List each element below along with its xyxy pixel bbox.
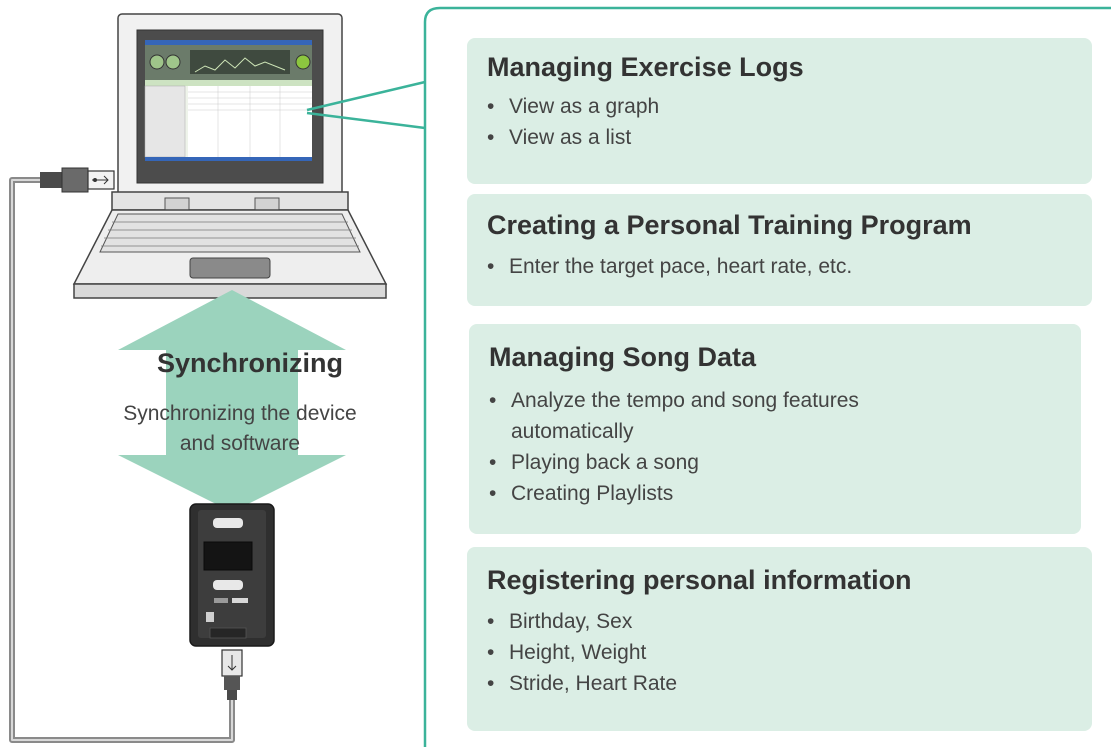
feature-card-personal-info: Registering personal information Birthda…	[467, 547, 1092, 731]
sync-description: Synchronizing the device and software	[70, 399, 410, 459]
features-panel-border	[423, 6, 1111, 747]
laptop	[72, 13, 388, 299]
sync-double-arrow	[118, 290, 346, 512]
list-item: Creating Playlists	[489, 478, 1081, 509]
list-item: Height, Weight	[487, 637, 1092, 668]
card-title: Creating a Personal Training Program	[487, 210, 972, 240]
card-title: Managing Exercise Logs	[487, 52, 804, 82]
card-list: Birthday, Sex Height, Weight Stride, Hea…	[487, 606, 1092, 699]
list-item: Enter the target pace, heart rate, etc.	[487, 251, 1092, 282]
sync-title: Synchronizing	[156, 348, 343, 378]
callout-connector	[306, 80, 426, 130]
feature-card-song-data: Managing Song Data Analyze the tempo and…	[469, 324, 1081, 534]
card-title: Registering personal information	[487, 565, 912, 595]
feature-card-exercise-logs: Managing Exercise Logs View as a graph V…	[467, 38, 1092, 184]
card-list: Analyze the tempo and song features auto…	[489, 385, 1081, 509]
list-item: Playing back a song	[489, 447, 1081, 478]
list-item: Stride, Heart Rate	[487, 668, 1092, 699]
sync-description-line: and software	[179, 432, 301, 455]
usb-plug-icon	[40, 167, 115, 193]
mini-usb-plug-icon	[221, 649, 243, 700]
list-item: Birthday, Sex	[487, 606, 1092, 637]
device	[189, 503, 275, 647]
list-item: View as a graph	[487, 91, 1092, 122]
list-item: View as a list	[487, 122, 1092, 153]
sync-description-line: Synchronizing the device	[123, 402, 357, 425]
list-item-continuation: automatically	[511, 420, 634, 443]
list-item: Analyze the tempo and song features	[489, 385, 1081, 416]
feature-card-training-program: Creating a Personal Training Program Ent…	[467, 194, 1092, 306]
card-list: View as a graph View as a list	[487, 91, 1092, 153]
card-title: Managing Song Data	[489, 342, 757, 372]
card-list: Enter the target pace, heart rate, etc.	[487, 251, 1092, 282]
